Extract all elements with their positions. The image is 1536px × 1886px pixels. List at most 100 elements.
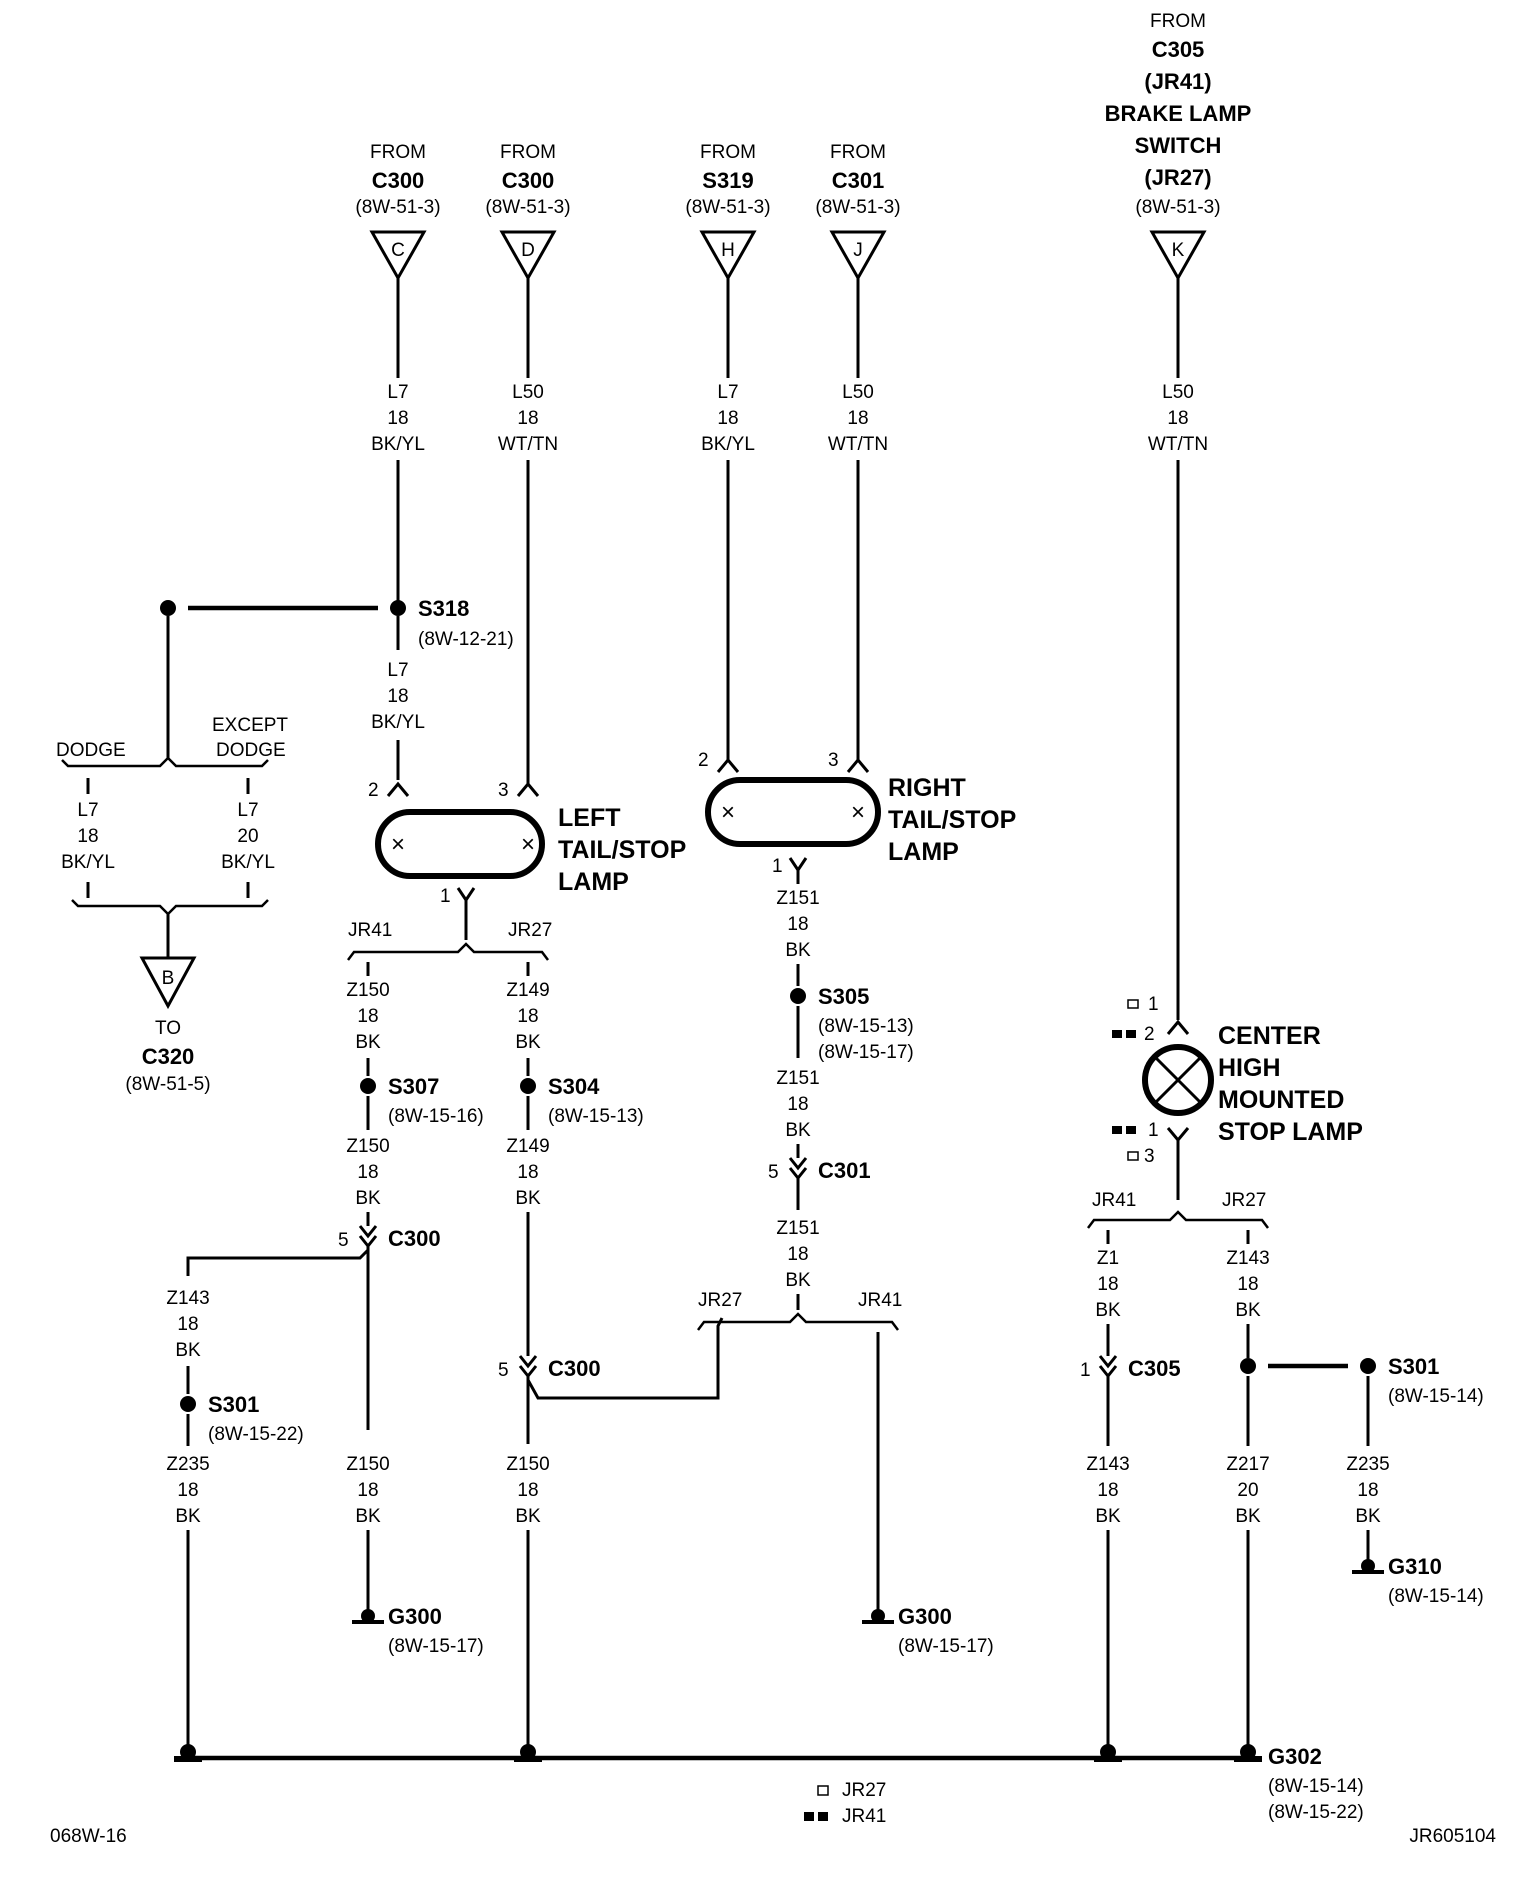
source-name: C300: [502, 168, 555, 193]
splice-dot: [180, 1396, 196, 1412]
wire-code: Z235: [1346, 1454, 1389, 1475]
left-jr41-path: Z150 18 BK S307 (8W-15-16) Z150 18 BK 5 …: [166, 962, 484, 1748]
pin-number: 5: [768, 1162, 779, 1183]
wire-code: L7: [237, 800, 258, 821]
wire-code: Z143: [166, 1288, 209, 1309]
connector-name: C305: [1128, 1356, 1181, 1381]
wire-gauge: 18: [847, 408, 868, 429]
splice-name: S318: [418, 596, 469, 621]
ground-icon: [174, 1756, 202, 1762]
wire-color: BK: [515, 1188, 541, 1209]
splice-ref: (8W-15-17): [818, 1042, 914, 1063]
terminal-chevron: [846, 757, 870, 773]
terminal-chevron: [1166, 1019, 1190, 1035]
wire-gauge: 18: [517, 1162, 538, 1183]
jr27-marker-icon: [1127, 999, 1139, 1009]
pin-number: 1: [440, 886, 451, 907]
lamp-bulb-icon: [1154, 1056, 1202, 1104]
splice-dot: [160, 600, 176, 616]
splice-name: S301: [1388, 1354, 1439, 1379]
wire-gauge: 18: [517, 408, 538, 429]
splice-ref: (8W-15-13): [818, 1016, 914, 1037]
connector-letter: C: [391, 240, 405, 261]
splice-ref: (8W-15-14): [1388, 1386, 1484, 1407]
inline-connector-icon: [518, 1355, 538, 1379]
pin-number: 5: [338, 1230, 349, 1251]
terminal-chevron: [386, 781, 410, 797]
ground-icon: [871, 1609, 885, 1623]
wire-color: BK: [785, 940, 811, 961]
wire-color: BK/YL: [701, 434, 755, 455]
inline-connector-icon: [358, 1225, 378, 1249]
branch-label-dodge: DODGE: [56, 740, 126, 761]
wire-code: Z143: [1226, 1248, 1269, 1269]
pin-number: 3: [1144, 1146, 1155, 1167]
wire-color: BK: [355, 1032, 381, 1053]
jr41-marker-icon: [818, 1812, 828, 1821]
terminal-chevron: [456, 887, 476, 903]
connector-triangle: [699, 230, 757, 282]
ground-icon: [1352, 1570, 1384, 1574]
wire-color: BK: [1235, 1300, 1261, 1321]
wire-segment: [186, 1248, 370, 1276]
legend-label: JR41: [842, 1806, 886, 1827]
source-from: FROM: [500, 142, 556, 163]
wire-gauge: 18: [787, 914, 808, 935]
pin-number: 1: [1148, 994, 1159, 1015]
connector-letter: D: [521, 240, 535, 261]
lamp-label: MOUNTED: [1218, 1086, 1344, 1114]
right-lamp-path: Z151 18 BK S305 (8W-15-13) (8W-15-17) Z1…: [697, 870, 994, 1657]
splice-ref: (8W-15-22): [208, 1424, 304, 1445]
legend: JR27 JR41: [804, 1780, 886, 1827]
source-from: FROM: [830, 142, 886, 163]
lamp-body: [705, 777, 881, 847]
wire-color: BK: [355, 1188, 381, 1209]
wire-code: Z149: [506, 1136, 549, 1157]
source-line: SWITCH: [1135, 133, 1222, 158]
left-jr27-path: Z149 18 BK S304 (8W-15-13) Z149 18 BK 5 …: [498, 962, 724, 1748]
wire-gauge: 18: [177, 1314, 198, 1335]
branch-label: JR27: [508, 920, 552, 941]
connector-letter: J: [853, 240, 863, 261]
source-c300-c: FROM C300 (8W-51-3) C L7 18 BK/YL: [355, 142, 441, 608]
terminal-chevron: [1166, 1127, 1190, 1143]
wire-color: BK: [1095, 1506, 1121, 1527]
source-c301-j: FROM C301 (8W-51-3) J L50 18 WT/TN: [815, 142, 901, 760]
branch-bracket: [1087, 1210, 1269, 1229]
wire-code: Z1: [1097, 1248, 1119, 1269]
wire-color: BK/YL: [371, 434, 425, 455]
splice-dot: [790, 988, 806, 1004]
splice-ref: (8W-12-21): [418, 629, 514, 650]
source-line: BRAKE LAMP: [1105, 101, 1252, 126]
lamp-x-icon: ×: [721, 799, 735, 826]
splice-s318: S318 (8W-12-21) L7 18 BK/YL: [160, 596, 514, 780]
lamp-label: LEFT: [558, 804, 621, 832]
branch-label: JR41: [1092, 1190, 1136, 1211]
source-ref: (8W-51-3): [815, 197, 900, 218]
jr41-marker-icon: [1126, 1126, 1136, 1134]
footer-left-code: 068W-16: [50, 1826, 127, 1847]
branch-label-except: EXCEPT: [212, 715, 288, 736]
source-ref: (8W-51-3): [355, 197, 440, 218]
lamp-body: [375, 809, 545, 879]
connector-triangle: [1149, 230, 1207, 282]
connector-letter: K: [1172, 240, 1185, 261]
wire-gauge: 18: [717, 408, 738, 429]
wire-gauge: 20: [1237, 1480, 1258, 1501]
ground-ref: (8W-15-17): [388, 1636, 484, 1657]
ground-icon: [352, 1620, 384, 1624]
pin-number: 3: [828, 750, 839, 771]
wire-gauge: 18: [1357, 1480, 1378, 1501]
source-name: C301: [832, 168, 885, 193]
splice-ref: (8W-15-13): [548, 1106, 644, 1127]
ground-icon: [514, 1756, 542, 1762]
wire-gauge: 18: [177, 1480, 198, 1501]
terminal-chevron: [716, 757, 740, 773]
wire-code: Z150: [346, 1136, 389, 1157]
to-label: TO: [155, 1018, 181, 1039]
wire-code: Z235: [166, 1454, 209, 1475]
lamp-label: STOP LAMP: [1218, 1118, 1363, 1146]
source-ref: (8W-51-3): [485, 197, 570, 218]
ground-bus-g302: G302 (8W-15-14) (8W-15-22): [174, 1744, 1364, 1823]
